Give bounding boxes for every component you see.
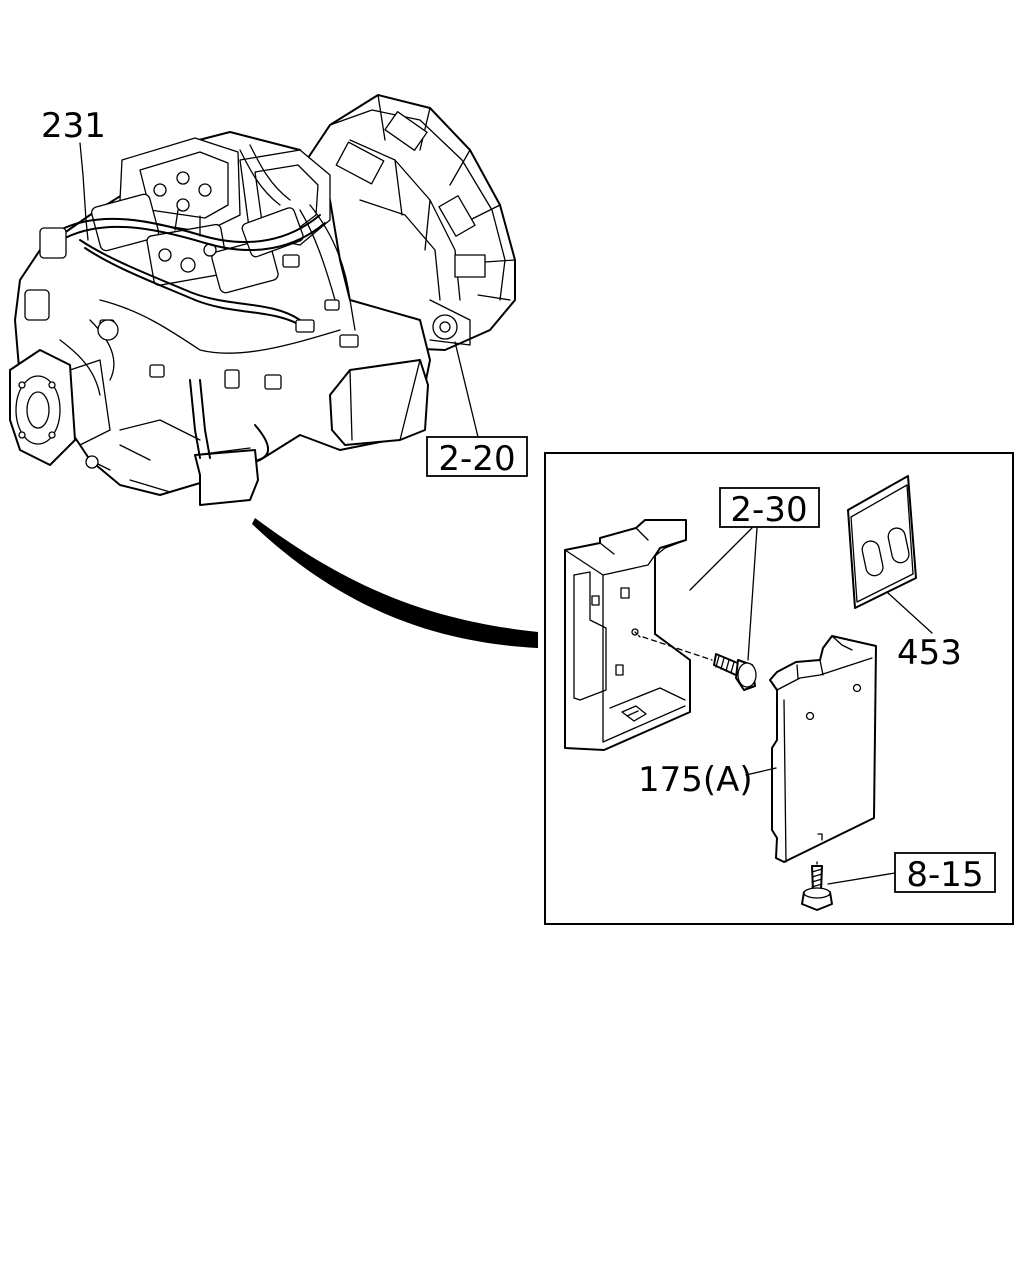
- callout-453-label: 453: [897, 633, 962, 673]
- callout-2-30: 2-30: [689, 487, 820, 661]
- callout-175a-label: 175(A): [638, 760, 753, 800]
- callout-2-20: 2-20: [426, 341, 528, 479]
- bracket-illustration: [564, 519, 691, 751]
- callout-2-30-box: [719, 487, 820, 528]
- callout-175a: 175(A): [638, 760, 777, 800]
- callout-2-30-label: 2-30: [730, 490, 807, 530]
- callout-453: 453: [887, 592, 962, 673]
- bolt-illustration: [642, 636, 757, 691]
- callout-231: 231: [41, 106, 106, 241]
- cover-plate-illustration: [769, 635, 877, 863]
- gasket-illustration: [847, 475, 917, 609]
- connection-arrow: [252, 518, 538, 648]
- callout-8-15-box: [894, 852, 996, 893]
- callout-8-15-label: 8-15: [906, 855, 983, 895]
- screw-illustration: [801, 861, 833, 911]
- callout-2-20-label: 2-20: [438, 439, 515, 479]
- callout-2-20-box: [426, 436, 528, 477]
- transmission-assembly-illustration: [9, 94, 516, 506]
- callout-8-15: 8-15: [827, 852, 996, 895]
- detail-inset: 2-30 453 175(A) 8-15: [544, 452, 1014, 925]
- detail-inset-frame: [544, 452, 1014, 925]
- callout-231-label: 231: [41, 106, 106, 146]
